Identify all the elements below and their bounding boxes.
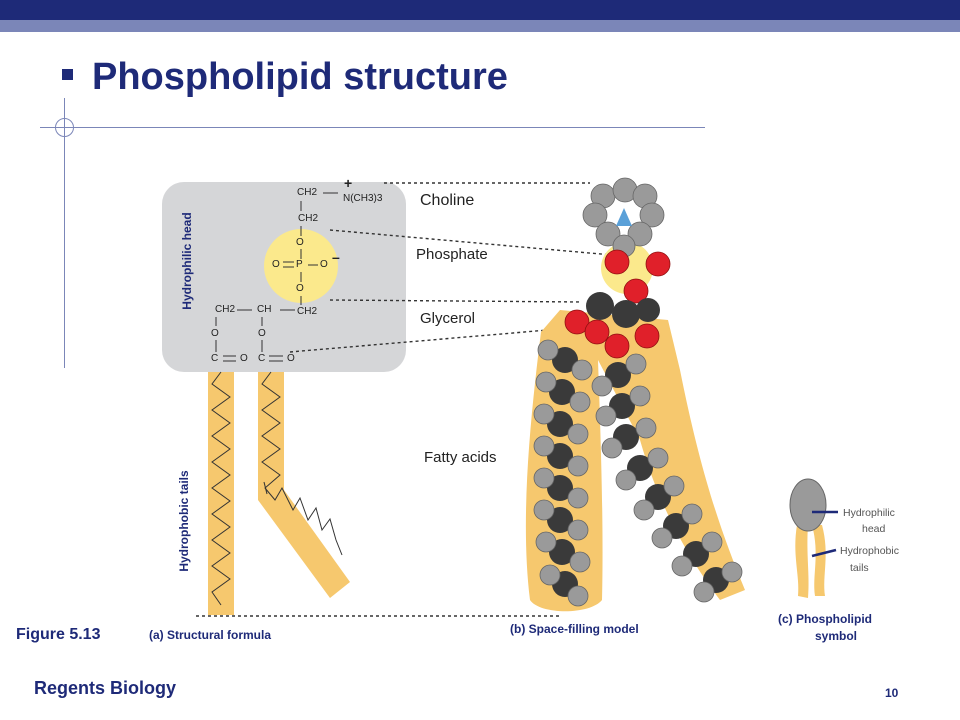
double-bond-kink [263,481,268,495]
atom-ch2-glycerol-left: CH2 [215,304,236,315]
atom-minus: – [332,249,340,265]
atom-ch-glycerol: CH [257,304,272,315]
atom-c-left: C [211,353,219,364]
atom-p: P [296,259,303,270]
phospholipid-symbol [789,478,838,598]
atom-nch3: N(CH3)3 [343,193,383,204]
top-banner [0,0,960,20]
left-rule [64,98,65,368]
fatty-acids-label: Fatty acids [424,449,497,466]
atom-ch2-glycerol-right: CH2 [297,306,318,317]
atom-ch2-top: CH2 [297,187,318,198]
atom-o-carbonyl-left: O [240,353,248,364]
title-bullet-icon [62,69,73,80]
page-number: 10 [885,686,899,700]
hydrophobic-tails-label: Hydrophobic tails [177,470,191,572]
symbol-hydrophobic-label-2: tails [850,562,869,574]
atom-ch2-second: CH2 [298,213,319,224]
caption-c-line1: (c) Phospholipid [778,612,872,626]
symbol-hydrophilic-label-1: Hydrophilic [843,507,895,519]
footer-text: Regents Biology [34,678,177,698]
atom-o-left: O [272,259,280,270]
caption-a: (a) Structural formula [149,628,272,642]
hydrophilic-head-label: Hydrophilic head [180,212,194,310]
phosphate-highlight [264,229,338,303]
atom-o-top: O [296,237,304,248]
connector-lines [196,182,613,617]
atom-o-right: O [320,259,328,270]
choline-label: Choline [420,192,475,209]
atom-o-ester-left: O [211,328,219,339]
atom-o-bottom: O [296,283,304,294]
title-rule [40,127,705,128]
atom-o-ester-right: O [258,328,266,339]
crosshair-icon [55,118,74,137]
tail-right-zigzag [261,371,343,556]
nitrogen-atom [616,208,632,226]
glycerol-label: Glycerol [420,310,476,327]
space-filling-model [525,177,745,612]
symbol-hydrophobic-label-1: Hydrophobic [840,545,899,557]
tail-left-zigzag [211,371,231,606]
bond-lines [215,192,338,362]
caption-c-line2: symbol [815,629,858,643]
top-banner-stripe [0,20,960,32]
atom-o-carbonyl-right: O [287,353,295,364]
atom-plus: + [344,175,353,191]
atom-c-right: C [258,353,266,364]
slide-title: Phospholipid structure [92,56,508,98]
caption-b: (b) Space-filling model [510,622,639,636]
tail-left-band [208,372,234,615]
symbol-hydrophilic-label-2: head [862,523,886,535]
tail-right-band [258,372,350,598]
figure-label: Figure 5.13 [16,626,101,643]
phosphate-label: Phosphate [416,246,488,263]
